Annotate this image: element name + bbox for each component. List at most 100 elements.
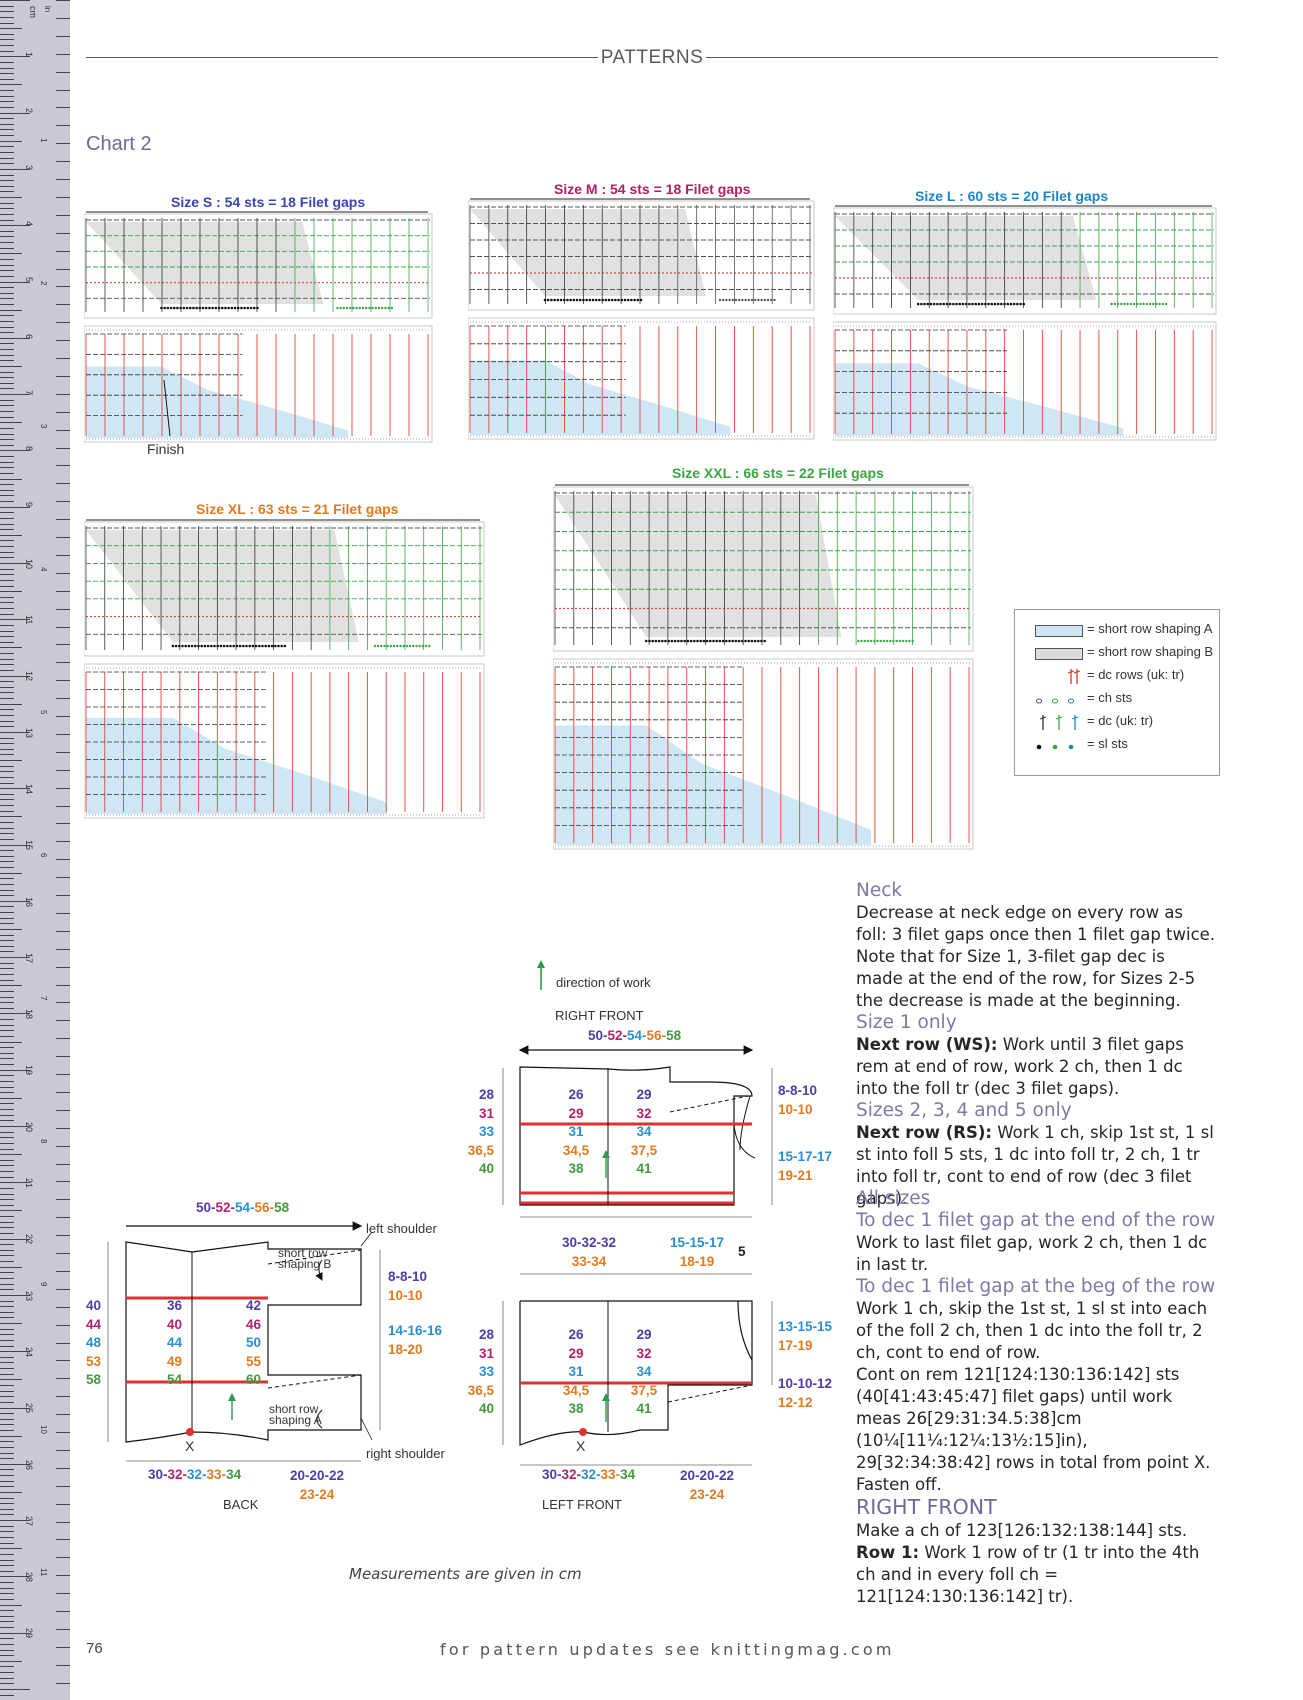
ruler-inch-tick (56, 322, 70, 324)
ruler-tick (0, 191, 14, 193)
ruler-tick (0, 1334, 14, 1336)
ruler-tick (0, 968, 14, 970)
ruler-tick (0, 692, 14, 694)
ruler-inch-tick (56, 1163, 70, 1165)
sl-st-mark (968, 302, 971, 306)
sl-st-mark (630, 298, 633, 302)
sl-st-mark (190, 644, 194, 648)
ruler-inch-tick (56, 1682, 70, 1684)
page-number: 76 (86, 1640, 103, 1657)
ruler-tick (0, 489, 14, 491)
ruler-unit-cm: cm (28, 6, 38, 18)
sl-st-mark (996, 302, 1000, 306)
sl-st-mark (236, 306, 240, 310)
sl-st-mark (604, 298, 608, 302)
ruler-tick (0, 275, 14, 277)
side-ruler: cm in 1234567891011121314151617181920212… (0, 0, 70, 1700)
ruler-tick (0, 230, 14, 232)
ruler-tick (0, 78, 14, 80)
ruler-tick (0, 726, 14, 728)
ruler-tick (0, 900, 30, 902)
ruler-tick (0, 1356, 14, 1358)
sl-st-mark (240, 306, 243, 310)
ruler-tick (0, 1430, 14, 1432)
ruler-tick (0, 39, 14, 41)
sl-st-mark (273, 644, 277, 648)
ruler-inch-tick (56, 1449, 70, 1451)
chart-title-size-xl: Size XL : 63 sts = 21 Filet gaps (196, 501, 399, 517)
ruler-inch-tick (56, 1306, 70, 1308)
ruler-tick (0, 236, 14, 238)
sl-st-mark (744, 639, 747, 643)
ruler-tick (0, 973, 14, 975)
sl-st-mark (569, 298, 572, 302)
sizes-body: Work 1 ch, skip 1st st, 1 sl st into fol… (856, 1123, 1214, 1208)
ruler-tick (0, 1593, 14, 1595)
ruler-inch-tick (56, 787, 70, 789)
ruler-tick (0, 754, 14, 756)
chart-title-size-l: Size L : 60 sts = 20 Filet gaps (915, 188, 1109, 204)
ruler-tick (0, 1604, 22, 1606)
sl-st-mark (277, 644, 280, 648)
ruler-tick (0, 1080, 14, 1082)
sl-st-mark (728, 639, 731, 643)
size1-row-label: Next row (WS): (856, 1035, 998, 1054)
ruler-tick (0, 816, 22, 818)
ruler-inch-tick (56, 984, 70, 986)
sl-st-mark (177, 644, 181, 648)
sl-st-mark (964, 302, 968, 306)
ruler-inch-tick (56, 930, 70, 932)
ruler-tick (0, 1272, 14, 1274)
chart-title-size-m: Size M : 54 sts = 18 Filet gaps (554, 181, 751, 197)
ruler-tick (0, 731, 30, 733)
sl-st-mark (598, 298, 601, 302)
ruler-tick (0, 101, 14, 103)
ruler-inch-tick (56, 1432, 70, 1433)
ruler-tick (0, 940, 14, 942)
ruler-tick (0, 1345, 14, 1347)
ruler-inch-tick (56, 447, 70, 449)
ruler-tick (0, 675, 30, 677)
ruler-tick (0, 287, 14, 289)
ruler-tick (0, 1013, 30, 1015)
ruler-tick (0, 895, 14, 897)
ruler-tick (0, 996, 14, 998)
sl-st-mark (174, 644, 178, 648)
ruler-tick (0, 1030, 14, 1032)
ruler-tick (0, 1446, 14, 1448)
sl-st-mark (224, 306, 227, 310)
ruler-tick (0, 208, 14, 210)
ruler-inch-tick (56, 751, 70, 753)
sl-st-mark (857, 639, 860, 643)
ruler-inch-tick (56, 572, 70, 574)
ruler-tick (0, 1323, 22, 1325)
sl-st-mark (389, 644, 393, 648)
ruler-inch-tick (56, 948, 70, 950)
ruler-tick (0, 33, 14, 35)
sizes-paragraph: Next row (RS): Work 1 ch, skip 1st st, 1… (856, 1122, 1216, 1210)
sl-st-mark (225, 644, 229, 648)
ruler-tick (0, 90, 14, 92)
sl-st-mark (1148, 302, 1152, 306)
measurements-caption: Measurements are given in cm (349, 1565, 582, 1583)
sl-st-mark (198, 306, 202, 310)
ruler-inch-tick (56, 1485, 70, 1487)
ruler-tick (0, 1610, 14, 1612)
ruler-tick (0, 1384, 14, 1386)
ruler-tick (0, 1368, 14, 1370)
ruler-inch-label: 6 (39, 853, 48, 858)
ruler-tick (0, 1328, 14, 1330)
ruler-inch-tick (56, 841, 70, 843)
sl-st-mark (358, 306, 362, 310)
ruler-tick (0, 332, 14, 334)
ruler-tick (0, 1677, 14, 1679)
ruler-inch-tick (56, 214, 70, 216)
neck-body: Decrease at neck edge on every row as fo… (856, 903, 1216, 1010)
sl-st-mark (546, 298, 550, 302)
ruler-tick (0, 1339, 14, 1341)
ruler-tick (0, 546, 14, 548)
sl-st-mark (737, 639, 741, 643)
